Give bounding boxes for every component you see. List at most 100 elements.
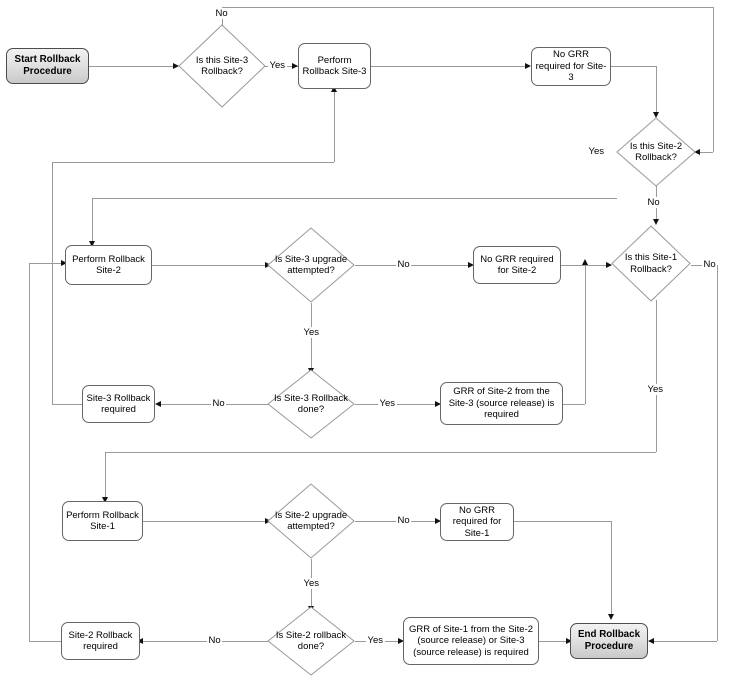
node-no-grr-required-site3[interactable]: No GRR required for Site-3 [531,47,611,86]
edge-label-up2-no: No [396,515,412,526]
node-site3-rollback-required[interactable]: Site-3 Rollback required [82,385,155,423]
edge-label-site2-yes: Yes [587,146,606,157]
arrowhead-rb3req-to-perform-rb3 [330,86,337,92]
node-q-is-this-site3-rollback[interactable]: Is this Site-3 Rollback? [178,24,266,108]
arrowhead-start-to-q-site3 [173,62,179,69]
node-start-rollback-procedure[interactable]: Start Rollback Procedure [6,48,89,84]
node-q-is-site2-rollback-done[interactable]: Is Site-2 rollback done? [267,606,355,676]
node-perform-rollback-site3[interactable]: Perform Rollback Site-3 [298,43,371,89]
node-end-rollback-procedure[interactable]: End Rollback Procedure [570,623,648,659]
edge-label-site1-no: No [702,259,718,270]
edge-q-site1-yes-seg2 [105,452,656,453]
edge-grr1-to-end [539,641,570,642]
node-label: No GRR required for Site-2 [480,253,554,277]
edge-rb3req-seg4 [334,92,335,162]
node-site2-rollback-required[interactable]: Site-2 Rollback required [61,622,140,660]
edge-perform-rb3-to-nogrr3 [370,66,528,67]
diamond-shape [267,483,355,559]
edge-nogrr1-seg1 [514,521,611,522]
edge-label-rb3done-no: No [211,398,227,409]
arrowhead-rb2req-to-perform-rb2 [61,259,67,266]
node-label: No GRR required for Site-1 [452,504,502,539]
edge-q-site1-yes-seg3 [105,452,106,501]
diamond-shape [267,369,355,439]
arrowhead-q-up3-no [468,261,474,268]
edge-label-site1-yes: Yes [646,384,665,395]
arrowhead-nogrr3-to-q-site2 [652,112,659,118]
diamond-shape [267,606,355,676]
node-label: Start Rollback Procedure [14,54,81,77]
node-label: Perform Rollback Site-3 [302,54,367,78]
edge-label-up2-yes: Yes [302,578,321,589]
diamond-shape [178,24,266,108]
node-label: Is Site-2 rollback done? [275,629,347,653]
edge-perform-rb1-to-q-up2 [143,521,267,522]
node-label: End Rollback Procedure [577,629,641,652]
node-label: Perform Rollback Site-1 [66,509,139,533]
edge-label-site3-no: No [214,8,230,19]
edge-label-rb2done-no: No [207,635,223,646]
edge-q-site1-no-seg3 [652,641,717,642]
edge-rb3req-seg2 [52,162,53,404]
arrowhead-q-site3-yes [292,62,298,69]
edge-grr2-seg1 [563,404,585,405]
arrowhead-q-site1-no [648,637,654,644]
edge-q-up3-no [355,265,471,266]
edge-rb2req-seg2 [29,263,30,641]
arrowhead-q-rb3done-no [155,400,161,407]
node-perform-rollback-site1[interactable]: Perform Rollback Site-1 [62,501,143,541]
arrowhead-q-site2-no [652,219,659,225]
edge-nogrr3-seg1 [611,66,656,67]
edge-nogrr3-seg2 [656,66,657,116]
edge-q-site2-yes-seg2 [92,198,93,245]
node-label: Is Site-2 upgrade attempted? [274,509,348,533]
edge-q-rb3done-yes [355,404,438,405]
node-no-grr-required-site2[interactable]: No GRR required for Site-2 [473,246,561,284]
edge-q-site2-yes-seg1 [92,198,617,199]
node-label: Is this Site-3 Rollback? [195,54,249,78]
arrowhead-grr1-to-end [566,637,572,644]
diamond-shape [267,227,355,303]
edge-label-up3-no: No [396,259,412,270]
edge-rb3req-seg1 [52,404,82,405]
edge-q-site3-no-seg4 [700,152,713,153]
edge-label-up3-yes: Yes [302,327,321,338]
arrowhead-q-up2-no [435,517,441,524]
edge-nogrr2-to-q-site1 [561,265,611,266]
arrowhead-grr2-join [581,259,588,265]
edge-label-rb3done-yes: Yes [378,398,397,409]
edge-grr2-seg2 [585,265,586,404]
edge-perform-rb2-to-q-up3 [152,265,267,266]
node-q-is-this-site1-rollback[interactable]: Is this Site-1 Rollback? [611,225,691,302]
node-label: Site-3 Rollback required [86,392,151,416]
node-q-is-site3-rollback-done[interactable]: Is Site-3 Rollback done? [267,369,355,439]
arrowhead-q-site3-no [694,148,700,155]
arrowhead-q-site2-yes [88,241,95,247]
edge-q-site1-no-seg2 [717,265,718,641]
node-q-is-site3-upgrade-attempted[interactable]: Is Site-3 upgrade attempted? [267,227,355,303]
edge-q-site1-yes-seg1 [656,300,657,452]
node-perform-rollback-site2[interactable]: Perform Rollback Site-2 [65,245,152,285]
edge-q-rb2done-no [140,641,268,642]
arrowhead-q-rb3done-yes [435,400,441,407]
edge-start-to-q-site3 [89,66,174,67]
node-grr-site1-from-site2-or-site3[interactable]: GRR of Site-1 from the Site-2 (source re… [403,617,539,665]
edge-label-site3-yes: Yes [268,60,287,71]
edge-label-rb2done-yes: Yes [366,635,385,646]
arrowhead-nogrr2-to-q-site1 [606,261,612,268]
node-no-grr-required-site1[interactable]: No GRR required for Site-1 [440,503,514,541]
node-grr-site2-from-site3[interactable]: GRR of Site-2 from the Site-3 (source re… [440,382,563,425]
edge-nogrr1-seg2 [611,521,612,618]
node-q-is-this-site2-rollback[interactable]: Is this Site-2 Rollback? [616,117,696,187]
node-label: Perform Rollback Site-2 [72,253,145,277]
node-label: Is this Site-2 Rollback? [629,140,683,164]
arrowhead-nogrr1-to-end [607,614,614,620]
edge-q-site3-no-seg3 [713,7,714,152]
edge-rb3req-seg3 [52,162,334,163]
node-q-is-site2-upgrade-attempted[interactable]: Is Site-2 upgrade attempted? [267,483,355,559]
arrowhead-q-rb2done-yes [398,637,404,644]
arrowhead-q-site1-yes [101,497,108,503]
edge-rb2req-seg1 [29,641,61,642]
edge-q-site3-no-seg2 [222,7,713,8]
